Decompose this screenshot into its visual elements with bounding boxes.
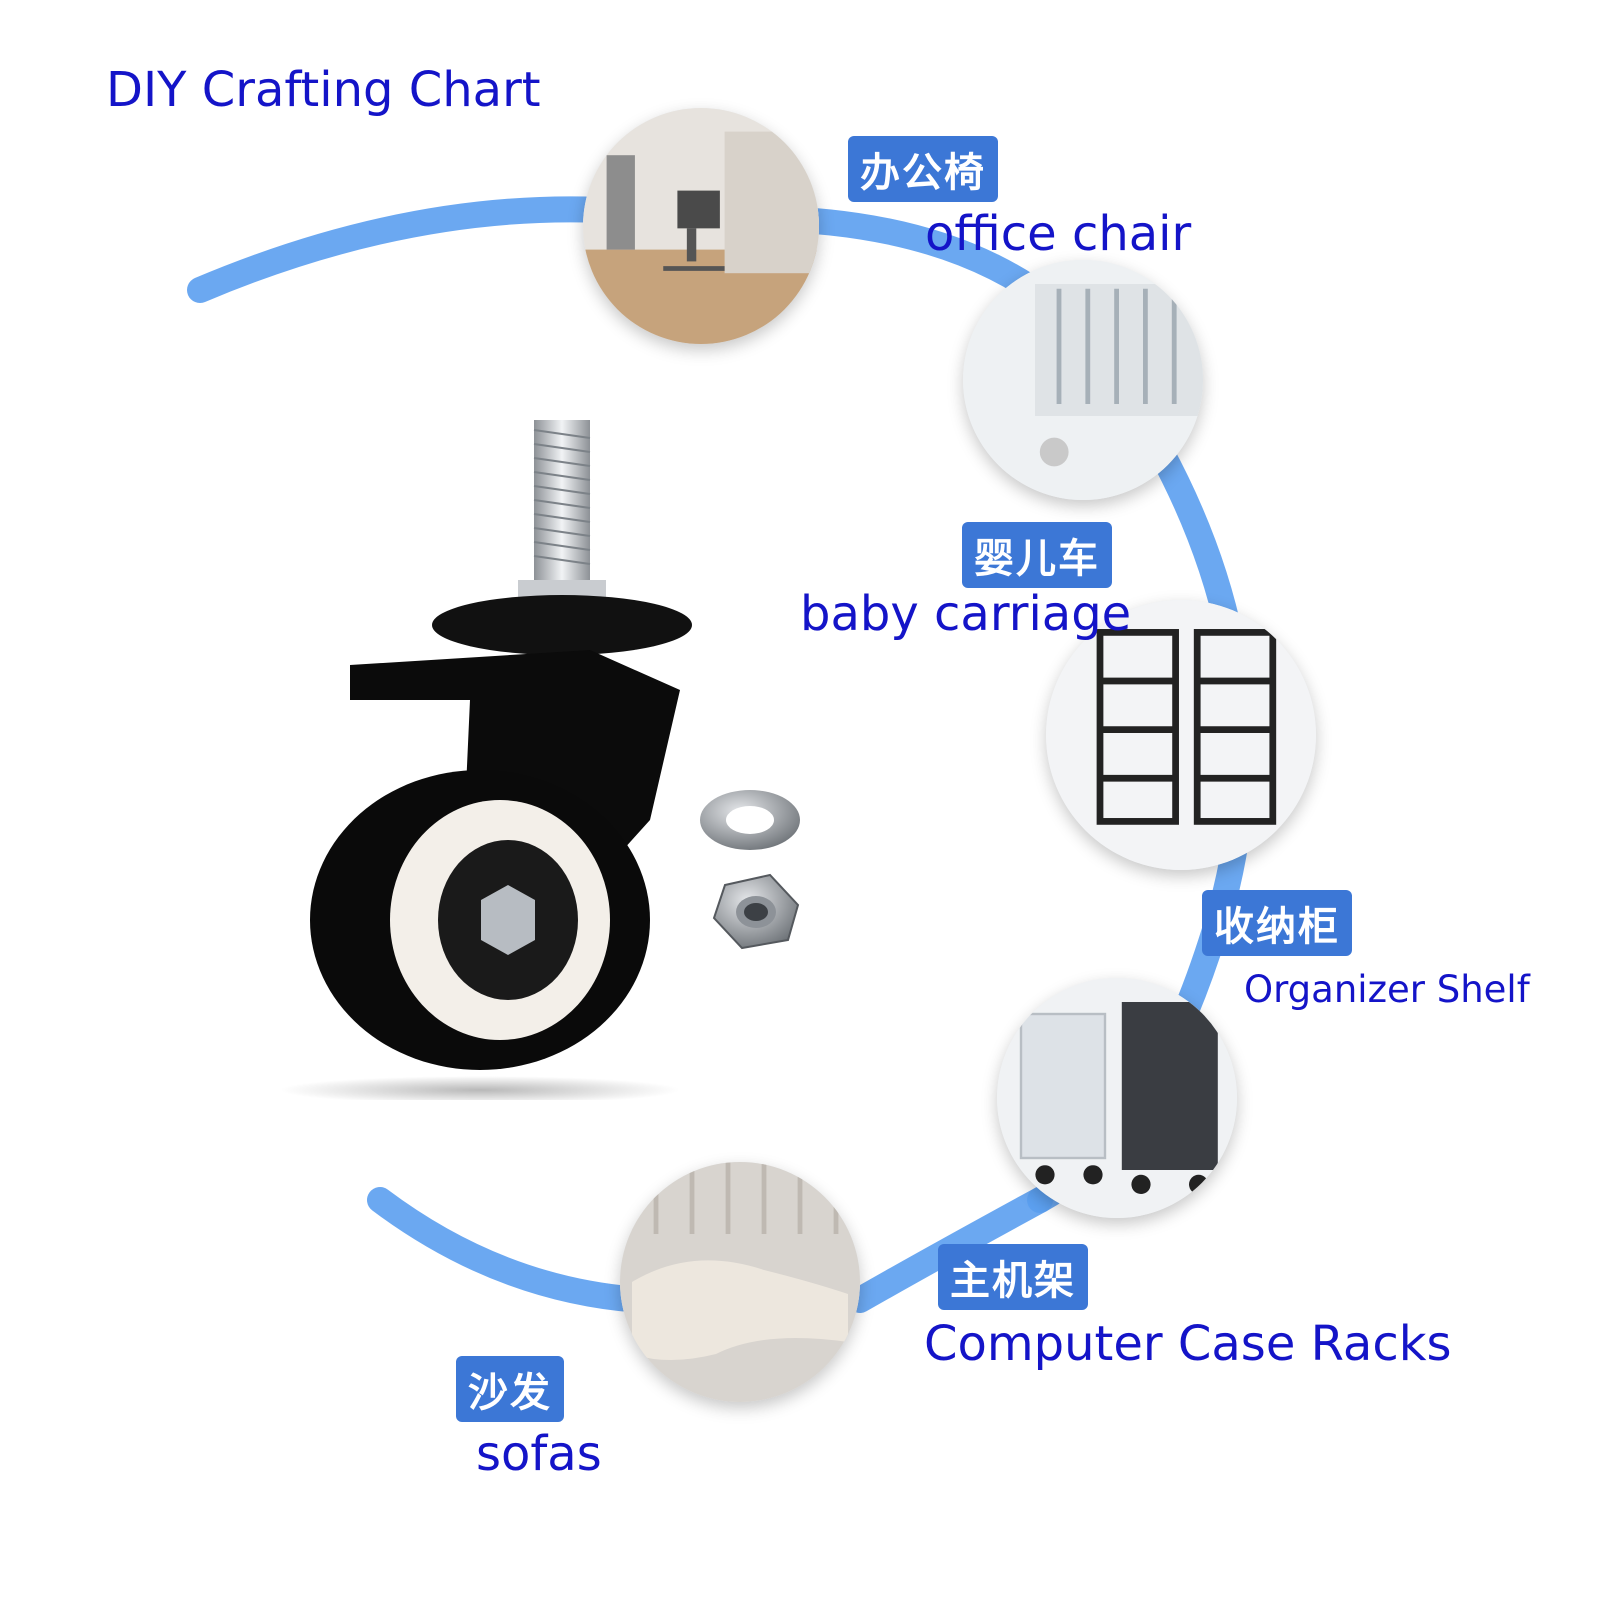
computer-case-rack-tag: 主机架	[938, 1244, 1088, 1310]
sofa-label: sofas	[476, 1426, 602, 1482]
baby-carriage-label: baby carriage	[800, 586, 1132, 642]
office-chair-photo	[583, 108, 819, 344]
washer-and-nut-image	[700, 790, 800, 950]
office-chair-label: office chair	[925, 206, 1192, 262]
baby-carriage-tag: 婴儿车	[962, 522, 1112, 588]
sofa-photo	[620, 1162, 860, 1402]
organizer-shelf-tag: 收纳柜	[1202, 890, 1352, 956]
organizer-shelf-photo	[1046, 600, 1316, 870]
baby-carriage-photo	[963, 260, 1203, 500]
page-title: DIY Crafting Chart	[106, 62, 541, 118]
computer-case-rack-label: Computer Case Racks	[924, 1316, 1452, 1372]
caster-wheel-image	[280, 420, 692, 1100]
sofa-tag: 沙发	[456, 1356, 564, 1422]
computer-case-rack-photo	[997, 978, 1237, 1218]
organizer-shelf-label: Organizer Shelf	[1244, 968, 1530, 1011]
office-chair-tag: 办公椅	[848, 136, 998, 202]
